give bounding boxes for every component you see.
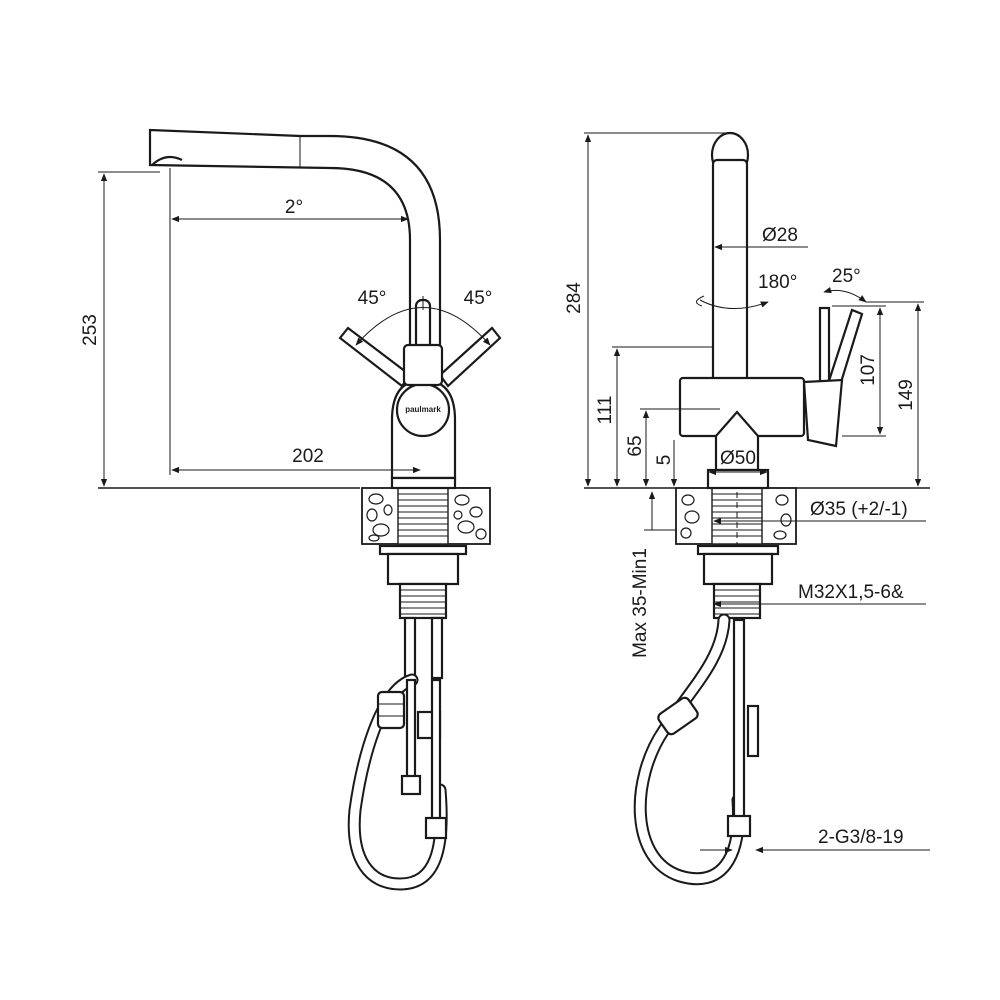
dim-hose-connection: 2-G3/8-19 bbox=[700, 827, 930, 854]
dim-253-label: 253 bbox=[80, 314, 101, 346]
dim-hole-diameter: Ø35 (+2/-1) bbox=[713, 499, 926, 525]
thread-label: M32X1,5-6& bbox=[798, 582, 904, 603]
dim-reach-202: 202 bbox=[171, 446, 421, 474]
tilt-label: 25° bbox=[832, 266, 861, 287]
dim-107-label: 107 bbox=[858, 354, 879, 386]
dim-height-284: 284 bbox=[564, 132, 728, 487]
dim-height-253: 253 bbox=[80, 171, 160, 487]
dim-counter-label: Max 35-Min1 bbox=[630, 548, 651, 658]
dim-height-111: 111 bbox=[595, 346, 713, 487]
supply-hoses-front bbox=[347, 616, 448, 891]
rotation-label: 180° bbox=[758, 272, 797, 293]
dim-65-label: 65 bbox=[625, 435, 646, 456]
dim-spout-diameter: Ø28 bbox=[714, 225, 808, 251]
dim-149-label: 149 bbox=[896, 379, 917, 411]
dim-5-label: 5 bbox=[654, 455, 675, 466]
mounting-nut-front bbox=[378, 544, 468, 620]
lever-angle-left: 45° bbox=[358, 288, 387, 309]
dim-height-149: 149 bbox=[866, 301, 924, 487]
front-view: paulmark 253 2° 202 45° 45° bbox=[80, 128, 502, 891]
dim-2deg-label: 2° bbox=[285, 197, 303, 218]
supply-hoses-side bbox=[633, 613, 760, 886]
faucet-side bbox=[678, 131, 864, 490]
dim-35-label: Ø35 (+2/-1) bbox=[810, 499, 908, 520]
dim-height-107: 107 bbox=[832, 305, 886, 437]
dim-spout-rotation: 180° bbox=[696, 272, 797, 310]
dim-202-label: 202 bbox=[292, 446, 324, 467]
dim-base-diameter: Ø50 bbox=[708, 448, 768, 476]
dim-height-65: 65 bbox=[625, 408, 720, 487]
countertop-section-side bbox=[675, 482, 797, 620]
dim-28-label: Ø28 bbox=[762, 225, 798, 246]
hose-connection-label: 2-G3/8-19 bbox=[818, 827, 904, 848]
side-view: 284 111 65 5 Max 35-Min1 Ø28 bbox=[564, 131, 930, 886]
mounting-nut-side bbox=[696, 544, 780, 620]
countertop-section-front bbox=[361, 487, 491, 545]
dim-284-label: 284 bbox=[564, 282, 585, 314]
faucet-front: paulmark bbox=[148, 128, 502, 490]
dim-height-5: 5 bbox=[654, 440, 678, 487]
dim-111-label: 111 bbox=[595, 396, 616, 425]
dim-50-label: Ø50 bbox=[720, 448, 756, 469]
lever-angle-right: 45° bbox=[464, 288, 493, 309]
brand-logo: paulmark bbox=[405, 405, 441, 414]
dim-lever-tilt: 25° bbox=[823, 266, 867, 303]
dim-lever-swing: 45° 45° bbox=[355, 288, 493, 346]
dim-angle-2deg: 2° bbox=[169, 168, 409, 475]
dim-counter-thickness: Max 35-Min1 bbox=[630, 491, 676, 658]
dim-thread-spec: M32X1,5-6& bbox=[713, 582, 926, 608]
